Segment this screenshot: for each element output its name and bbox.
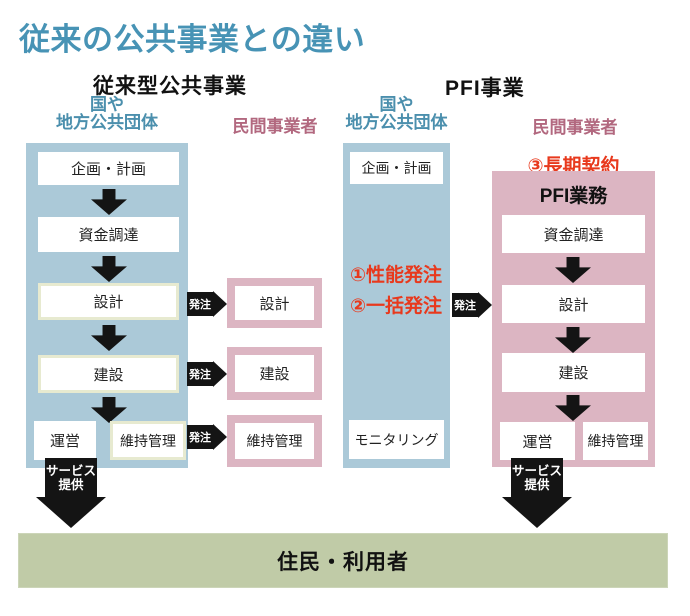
order-arrow-maintenance: 発注 — [187, 424, 227, 450]
pfi-gov-column: 企画・計画 モニタリング — [343, 143, 450, 468]
pfi-box-design: 設計 — [502, 285, 645, 323]
traditional-box-funding: 資金調達 — [38, 217, 179, 252]
pfi-box-monitoring: モニタリング — [349, 420, 444, 459]
arrow-head-icon — [213, 361, 227, 387]
traditional-box-plan: 企画・計画 — [38, 152, 179, 185]
traditional-section-heading: 従来型公共事業 — [93, 75, 247, 98]
pfi-section-heading: PFI事業 — [445, 77, 525, 100]
pfi-private-header: 民間事業者 — [532, 118, 618, 137]
order-arrow-label: 発注 — [187, 362, 213, 386]
pfi-gov-header-line2: 地方公共団体 — [345, 113, 448, 132]
traditional-gov-column: 企画・計画 資金調達 設計 建設 運営 維持管理 — [26, 143, 188, 468]
traditional-gov-header-line2: 地方公共団体 — [56, 113, 158, 132]
down-arrow-icon — [91, 256, 127, 282]
pfi-box-maintenance: 維持管理 — [583, 422, 648, 460]
arrow-head-icon — [36, 497, 106, 528]
traditional-private-box-construction: 建設 — [227, 347, 322, 400]
pfi-private-column-title: PFI業務 — [539, 186, 608, 207]
pfi-box-operation: 運営 — [500, 422, 575, 460]
annotation-performance-order: ①性能発注 — [349, 265, 443, 286]
down-arrow-icon — [91, 325, 127, 351]
pfi-gov-header-line1: 国や — [379, 95, 414, 114]
page-title: 従来の公共事業との違い — [19, 22, 366, 57]
service-arrow-label: サービス 提供 — [45, 458, 97, 497]
pfi-gov-header: 国や 地方公共団体 — [333, 96, 460, 132]
service-label-line2: 提供 — [524, 478, 550, 492]
pfi-box-construction: 建設 — [502, 353, 645, 392]
down-arrow-icon — [555, 257, 591, 283]
pfi-private-column: PFI業務 資金調達 設計 建設 運営 維持管理 — [492, 171, 655, 467]
service-arrow-pfi: サービス 提供 — [502, 458, 572, 528]
order-arrow-pfi: 発注 — [452, 292, 492, 318]
service-arrow-traditional: サービス 提供 — [36, 458, 106, 528]
traditional-private-header: 民間事業者 — [232, 117, 318, 136]
order-arrow-label: 発注 — [452, 293, 478, 317]
annotation-bundled-order: ②一括発注 — [349, 296, 443, 317]
order-arrow-label: 発注 — [187, 292, 213, 316]
arrow-head-icon — [213, 424, 227, 450]
arrow-head-icon — [502, 497, 572, 528]
traditional-box-maintenance: 維持管理 — [110, 421, 186, 460]
pfi-box-plan: 企画・計画 — [350, 152, 443, 184]
service-label-line2: 提供 — [58, 478, 84, 492]
traditional-private-box-maintenance: 維持管理 — [227, 415, 322, 467]
residents-users-label: 住民・利用者 — [277, 550, 409, 574]
arrow-head-icon — [478, 292, 492, 318]
traditional-box-design: 設計 — [38, 283, 179, 320]
service-arrow-label: サービス 提供 — [511, 458, 563, 497]
pfi-box-funding: 資金調達 — [502, 215, 645, 253]
traditional-gov-header: 国や 地方公共団体 — [26, 96, 188, 132]
service-label-line1: サービス — [45, 464, 96, 478]
order-arrow-construction: 発注 — [187, 361, 227, 387]
arrow-head-icon — [213, 291, 227, 317]
down-arrow-icon — [555, 327, 591, 353]
traditional-box-operation: 運営 — [34, 421, 96, 460]
down-arrow-icon — [91, 397, 127, 423]
down-arrow-icon — [555, 395, 591, 421]
traditional-box-construction: 建設 — [38, 355, 179, 393]
down-arrow-icon — [91, 189, 127, 215]
traditional-private-box-design: 設計 — [227, 278, 322, 328]
order-arrow-label: 発注 — [187, 425, 213, 449]
traditional-gov-header-line1: 国や — [90, 95, 124, 114]
residents-users-bar: 住民・利用者 — [18, 533, 668, 588]
order-arrow-design: 発注 — [187, 291, 227, 317]
service-label-line1: サービス — [511, 464, 562, 478]
